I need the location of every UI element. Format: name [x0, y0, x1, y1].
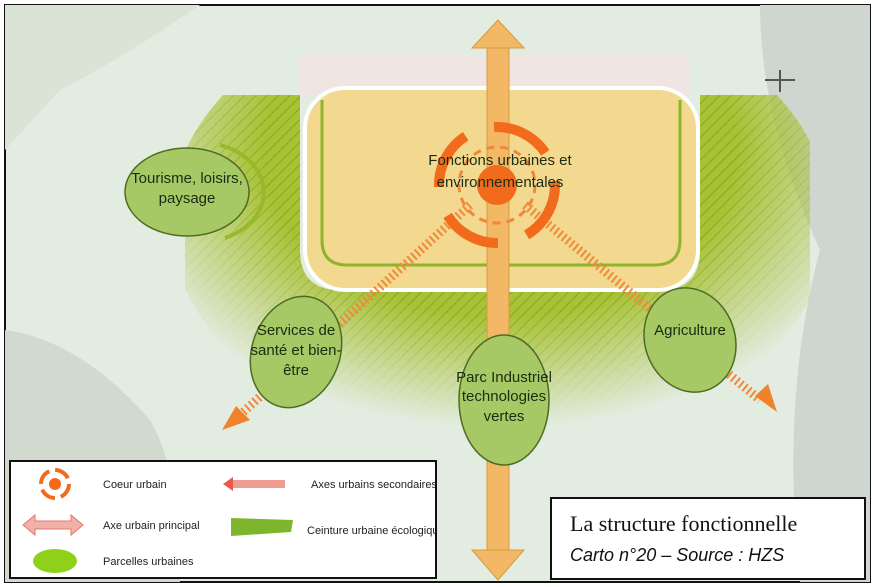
main-axis-arrow-icon — [22, 513, 84, 537]
legend: Coeur urbain Axes urbains secondaires Ax… — [9, 460, 437, 579]
secondary-axis-arrowhead-icon — [755, 384, 777, 412]
legend-label-core: Coeur urbain — [103, 479, 167, 491]
north-arrow-icon — [765, 70, 795, 92]
urban-core-icon — [39, 468, 71, 500]
urban-core — [434, 122, 560, 248]
ecological-belt-icon — [231, 518, 293, 536]
secondary-axis-arrowhead-icon — [222, 406, 250, 430]
secondary-axes — [236, 201, 763, 419]
map-title: La structure fonctionnelle — [570, 511, 798, 536]
title-box: La structure fonctionnelle Carto n°20 – … — [550, 497, 866, 580]
zone-label-tourism: Tourisme, loisirs,paysage — [131, 170, 243, 207]
zone-label-agriculture: Agriculture — [654, 322, 726, 339]
ecological-belt — [185, 95, 810, 470]
map-source: Carto n°20 – Source : HZS — [570, 545, 785, 565]
legend-label-parcels: Parcelles urbaines — [103, 556, 194, 568]
legend-label-secondary-axes: Axes urbains secondaires — [311, 479, 435, 491]
legend-label-main-axis: Axe urbain principal — [103, 520, 200, 532]
urban-parcels — [124, 143, 737, 466]
urban-parcel-icon — [33, 549, 77, 573]
legend-label-belt: Ceinture urbaine écologique — [307, 525, 435, 537]
secondary-axis-arrow-icon — [223, 477, 285, 491]
